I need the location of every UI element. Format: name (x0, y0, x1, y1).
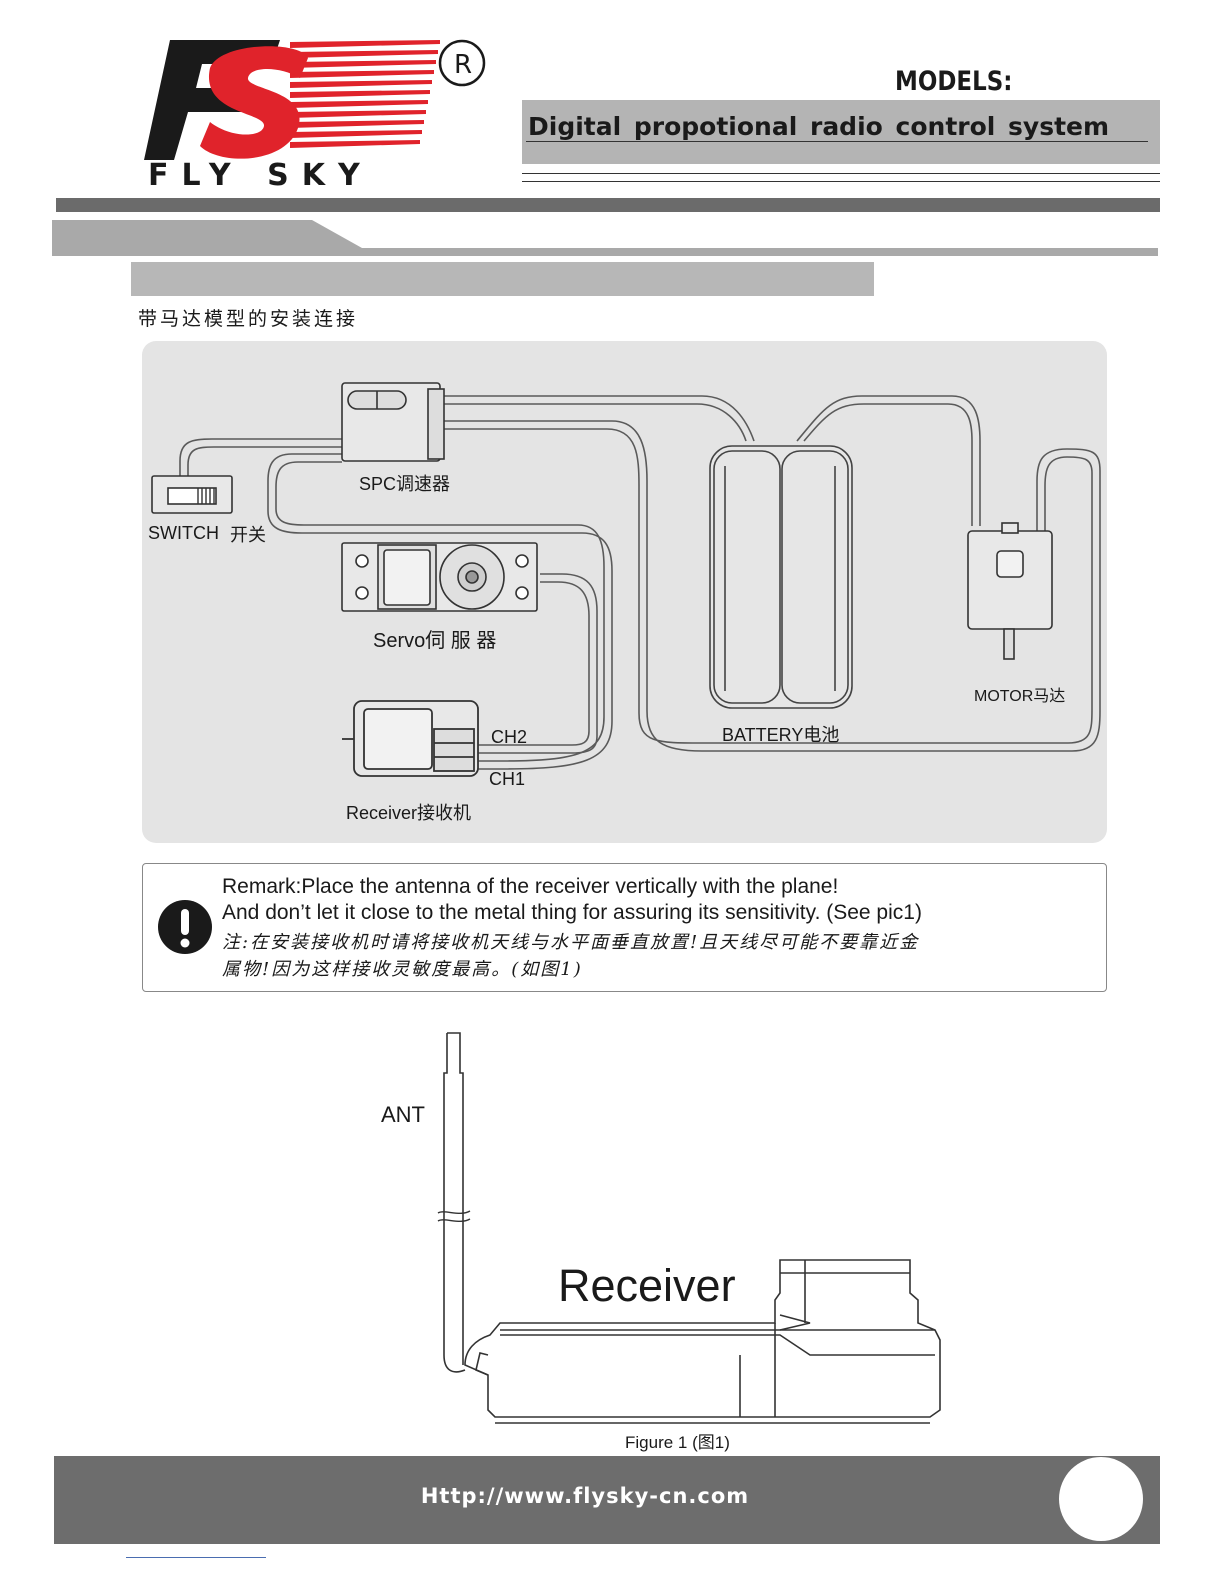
switch-label-cn: 开关 (230, 525, 266, 546)
receiver-figure (437, 1032, 941, 1424)
document-title: Digital propotional radio control system (528, 112, 1110, 141)
receiver-label: Receiver接收机 (346, 803, 472, 823)
flysky-logo: FS ® R (144, 39, 486, 160)
motor-label: MOTOR马达 (974, 688, 1066, 705)
svg-text:R: R (454, 50, 472, 80)
remark-line-2: And don’t let it close to the metal thin… (222, 901, 922, 924)
brand-name: FLY SKY (148, 158, 373, 193)
spc-module (341, 382, 445, 462)
models-label: MODELS: (895, 66, 1013, 97)
title-bar (522, 100, 1160, 164)
wiring-diagram-panel (142, 341, 1107, 843)
title-underline (526, 141, 1148, 142)
switch-module (151, 475, 233, 514)
header-heavy-rule (56, 198, 1160, 212)
section-tab (52, 220, 1158, 256)
receiver-module (342, 700, 479, 777)
footnote-rule (126, 1557, 266, 1558)
header-rule (522, 181, 1160, 182)
battery-label: BATTERY电池 (722, 725, 840, 745)
footer-bar (54, 1456, 1160, 1544)
servo-module (341, 542, 538, 612)
exclamation-icon (158, 900, 212, 954)
remark-line-1: Remark:Place the antenna of the receiver… (222, 875, 839, 898)
spc-label: SPC调速器 (359, 474, 451, 494)
website-link[interactable]: Http://www.flysky-cn.com (420, 1484, 750, 1508)
wiring-diagram (151, 382, 1101, 777)
antenna-label: ANT (381, 1102, 425, 1127)
motor-module (967, 522, 1053, 660)
switch-label: SWITCH (148, 523, 219, 543)
subsection-bar (131, 262, 874, 296)
ch1-label: CH1 (489, 769, 526, 789)
page-number-circle (1059, 1457, 1143, 1541)
receiver-figure-label: Receiver (558, 1260, 736, 1311)
header-rule (522, 173, 1160, 174)
ch2-label: CH2 (491, 727, 528, 747)
section-caption: 带马达模型的安装连接 (138, 308, 359, 330)
battery-pack (709, 445, 853, 709)
servo-label: Servo伺 服 器 (373, 630, 497, 652)
remark-line-3: 注:在安装接收机时请将接收机天线与水平面垂直放置!且天线尽可能不要靠近金 (222, 932, 920, 953)
remark-line-4: 属物!因为这样接收灵敏度最高。(如图1) (222, 959, 583, 980)
remark-box (142, 863, 1107, 992)
figure-caption: Figure 1 (图1) (625, 1433, 730, 1452)
